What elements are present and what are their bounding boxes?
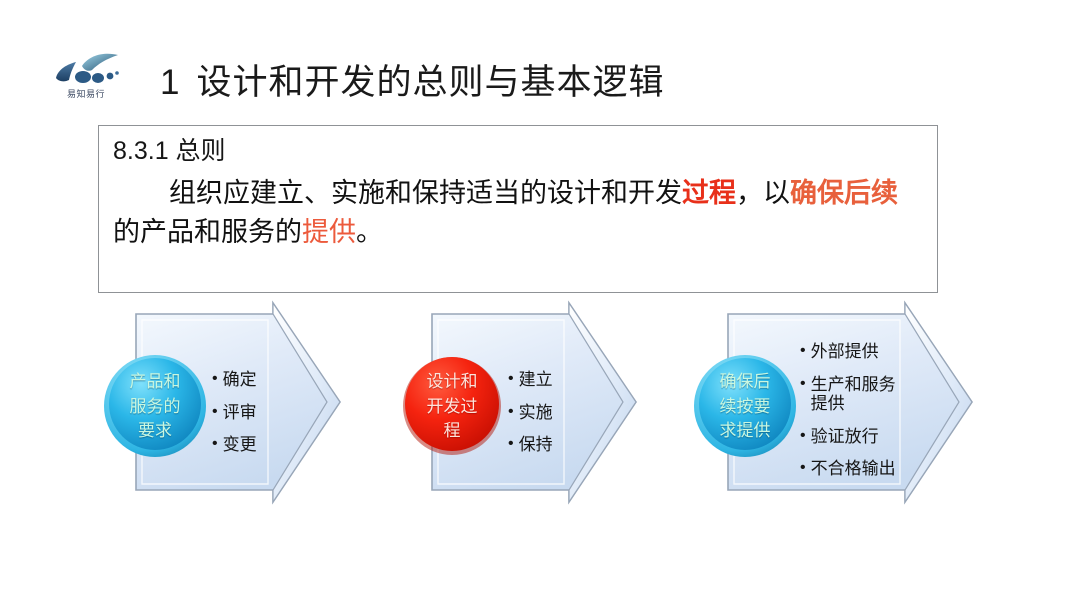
bullet-dot-icon: • — [800, 426, 806, 444]
flow-arrow-2 — [431, 300, 637, 505]
flow-bullets-2: •建立 •实施 •保持 — [508, 370, 553, 455]
bullet-dot-icon: • — [800, 459, 806, 477]
logo-text: 易知易行 — [66, 89, 105, 99]
clause-seg-8: 。 — [356, 216, 383, 247]
clause-seg-7-highlight: 提供 — [302, 216, 356, 247]
list-item: •建立 — [508, 370, 553, 390]
clause-seg-6: 的产品和服务的 — [113, 216, 302, 247]
process-flow-diagram: 产品和 服务的 要求 设计和 开发过 程 确保后 续按要 求提供 •确定 •评审… — [0, 296, 1080, 526]
bullet-dot-icon: • — [212, 370, 218, 387]
clause-seg-5-highlight: 后续 — [844, 178, 898, 209]
bullet-dot-icon: • — [508, 435, 514, 453]
flow-circle-3 — [694, 355, 796, 457]
bullet-text: 评审 — [222, 402, 257, 422]
flow-arrow-3 — [727, 300, 973, 505]
clause-seg-4-highlight: 确保 — [790, 178, 844, 209]
bullet-text: 保持 — [518, 435, 553, 455]
flow-circle-2 — [403, 357, 501, 455]
clause-heading: 8.3.1 总则 — [113, 137, 226, 165]
flow-arrows-graphic — [104, 300, 973, 505]
clause-seg-2-highlight: 过程 — [682, 178, 736, 209]
page-title-text: 设计和开发的总则与基本逻辑 — [196, 63, 665, 102]
flow-circle-1 — [104, 355, 206, 457]
page-title-number: 1 — [160, 63, 181, 102]
page-title: 1 设计和开发的总则与基本逻辑 — [160, 54, 664, 105]
list-item: •确定 — [212, 370, 257, 390]
bullet-text: 不合格输出 — [810, 459, 896, 479]
bullet-dot-icon: • — [508, 402, 514, 420]
clause-textbox: 8.3.1 总则 组织应建立、实施和保持适当的设计和开发过程，以确保后续的产品和… — [98, 125, 938, 293]
bullet-dot-icon: • — [212, 402, 218, 420]
bullet-dot-icon: • — [508, 370, 514, 387]
list-item: •不合格输出 — [800, 459, 896, 479]
bullet-text: 验证放行 — [810, 426, 879, 446]
bullet-text: 建立 — [518, 370, 553, 389]
flow-bullets-1: •确定 •评审 •变更 — [212, 370, 257, 455]
bullet-text: 外部提供 — [810, 342, 879, 361]
list-item: •保持 — [508, 435, 553, 455]
list-item: •生产和服务 提供 — [800, 375, 896, 414]
flow-bullets-3: •外部提供 •生产和服务 提供 •验证放行 •不合格输出 — [800, 342, 896, 479]
bullet-dot-icon: • — [800, 342, 806, 359]
clause-seg-1: 组织应建立、实施和保持适当的设计和开发 — [169, 178, 682, 209]
clause-body: 组织应建立、实施和保持适当的设计和开发过程，以确保后续的产品和服务的提供。 — [113, 174, 923, 251]
list-item: •变更 — [212, 435, 257, 455]
list-item: •外部提供 — [800, 342, 896, 362]
list-item: •实施 — [508, 403, 553, 423]
brand-logo: 易知易行 — [48, 52, 122, 104]
bullet-text: 实施 — [518, 402, 553, 422]
water-drop-swoosh-logo-icon — [56, 53, 119, 83]
bullet-text: 确定 — [222, 370, 257, 389]
bullet-text: 生产和服务 提供 — [810, 374, 896, 414]
bullet-dot-icon: • — [800, 374, 806, 392]
clause-seg-3: ，以 — [736, 178, 790, 209]
bullet-text: 变更 — [222, 435, 257, 455]
bullet-dot-icon: • — [212, 435, 218, 453]
list-item: •评审 — [212, 403, 257, 423]
list-item: •验证放行 — [800, 427, 896, 447]
